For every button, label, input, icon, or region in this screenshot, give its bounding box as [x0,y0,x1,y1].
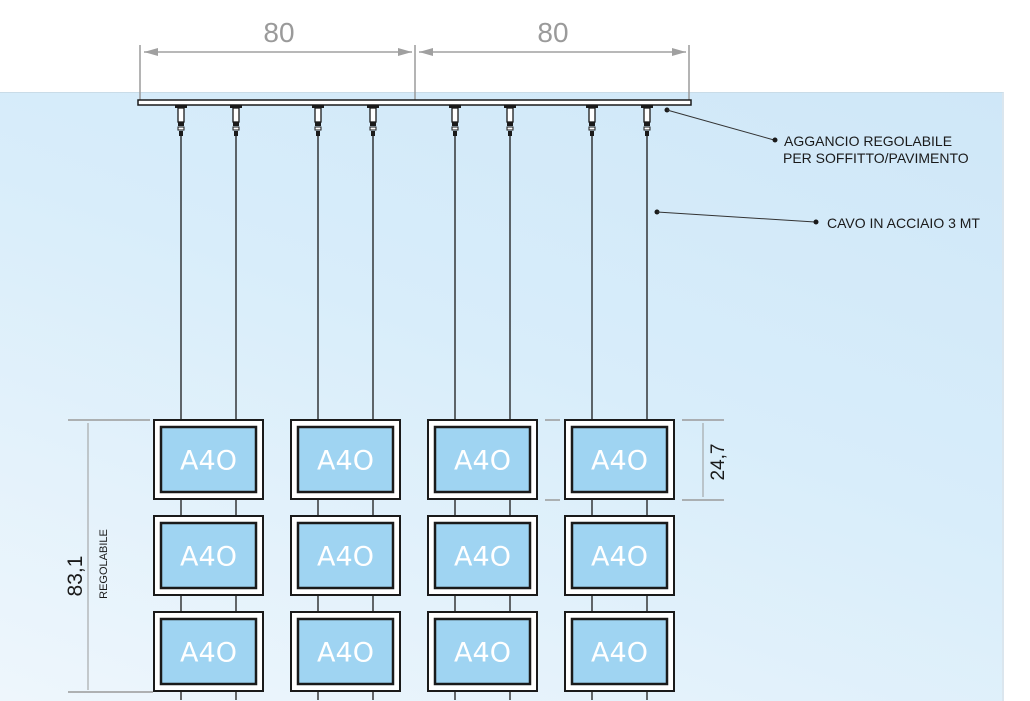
a4-frames: A4O A4O A4O A4O A4O A4O A4O A4O A4O A4O A4O A4O [153,419,675,692]
frame-poster-area [570,617,669,686]
frame-poster-area [159,521,258,590]
frame-poster-area [570,425,669,494]
a4-frame: A4O [153,611,264,692]
frame-size-label: A4O [454,542,511,573]
hanger-label-line2: PER SOFFITTO/PAVIMENTO [783,150,969,166]
a4-frame: A4O [153,419,264,500]
frame-poster-area [433,617,532,686]
hanger-label-line1: AGGANCIO REGOLABILE [784,133,952,149]
background-panel [0,92,1004,701]
callout-dot-icon [772,137,778,143]
callout-dot-icon [813,219,819,225]
a4-frame: A4O [427,611,538,692]
adjustable-hanger-icon [175,105,187,136]
a4-frame: A4O [427,419,538,500]
a4-frame: A4O [564,515,675,596]
a4-frame: A4O [290,419,401,500]
frame-height-label: 24,7 [708,444,729,481]
frame-size-label: A4O [180,542,237,573]
a4-frame: A4O [564,419,675,500]
adjustable-hanger-icon [504,105,516,136]
steel-cables [180,136,648,700]
frame-height-dimension: 24,7 [545,419,729,501]
adjustable-hanger-icon [586,105,598,136]
adjustable-hanger-icon [367,105,379,136]
width-dimension-right: 80 [414,17,690,102]
frame-poster-area [296,521,395,590]
total-height-dimension: 83,1 REGOLABILE [64,419,153,693]
cable-callout: CAVO IN ACCIAIO 3 MT [654,209,980,231]
frame-size-label: A4O [591,542,648,573]
frame-size-label: A4O [454,638,511,669]
adjustable-hanger-icon [449,105,461,136]
a4-frame: A4O [564,611,675,692]
frame-poster-area [433,521,532,590]
frame-poster-area [433,425,532,494]
frame-poster-area [159,425,258,494]
frame-poster-area [296,617,395,686]
cable-label: CAVO IN ACCIAIO 3 MT [827,215,980,231]
hanger-callout: AGGANCIO REGOLABILE PER SOFFITTO/PAVIMEN… [664,107,969,166]
a4-frame: A4O [290,515,401,596]
a4-frame: A4O [427,515,538,596]
frame-size-label: A4O [317,542,374,573]
a4-frame: A4O [153,515,264,596]
frame-poster-area [570,521,669,590]
frame-size-label: A4O [591,638,648,669]
frame-size-label: A4O [317,638,374,669]
frame-poster-area [159,617,258,686]
frame-size-label: A4O [180,638,237,669]
adjustable-hanger-icon [641,105,653,136]
adjustable-label: REGOLABILE [98,529,110,599]
adjustable-hanger-icon [312,105,324,136]
hangers [175,105,653,136]
width-label-left: 80 [263,17,294,48]
frame-size-label: A4O [454,446,511,477]
adjustable-hanger-icon [230,105,242,136]
frame-poster-area [296,425,395,494]
frame-size-label: A4O [180,446,237,477]
width-dimension-left: 80 [139,17,412,102]
a4-frame: A4O [290,611,401,692]
ceiling-rail [137,99,692,106]
frame-size-label: A4O [317,446,374,477]
total-height-label: 83,1 [64,556,87,597]
width-label-right: 80 [537,17,568,48]
frame-size-label: A4O [591,446,648,477]
